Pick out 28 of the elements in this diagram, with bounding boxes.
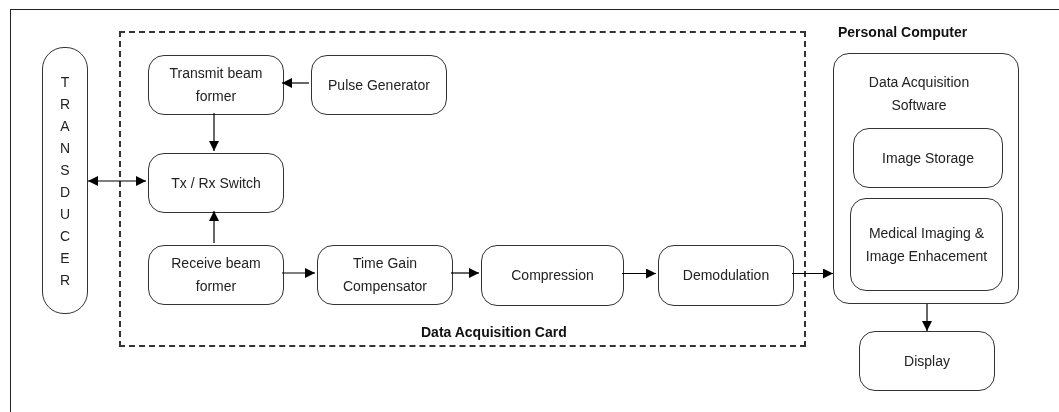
process-box bbox=[148, 55, 284, 115]
node-label: TRANSDUCER bbox=[58, 72, 72, 290]
process-box bbox=[148, 153, 284, 213]
card-boundary bbox=[119, 31, 806, 347]
node-label: Compression bbox=[511, 266, 594, 285]
node-label: Pulse Generator bbox=[328, 75, 430, 95]
process-box bbox=[148, 245, 284, 305]
node-label: Demodulation bbox=[682, 266, 770, 285]
transducer-box bbox=[42, 47, 88, 314]
process-box bbox=[311, 55, 447, 115]
node-label: Medical Imaging & Image Enhacement bbox=[864, 223, 989, 266]
process-box bbox=[859, 331, 995, 391]
process-box bbox=[481, 245, 624, 306]
node-label: Image Storage bbox=[882, 148, 974, 168]
process-box bbox=[317, 245, 453, 305]
process-box bbox=[850, 198, 1003, 291]
group-label: Data Acquisition Card bbox=[421, 323, 567, 342]
group-heading: Personal Computer bbox=[838, 23, 968, 42]
arrow bbox=[87, 176, 147, 186]
process-box bbox=[853, 128, 1003, 188]
node-label: Transmit beam former bbox=[168, 64, 264, 106]
process-box bbox=[658, 245, 794, 306]
node-label: Receive beam former bbox=[170, 254, 262, 296]
node-label: Time Gain Compensator bbox=[341, 254, 428, 296]
node-label: Data Acquisition Software bbox=[867, 73, 971, 115]
node-label: Tx / Rx Switch bbox=[171, 173, 261, 193]
node-label: Display bbox=[904, 351, 950, 371]
arrow bbox=[922, 303, 932, 332]
